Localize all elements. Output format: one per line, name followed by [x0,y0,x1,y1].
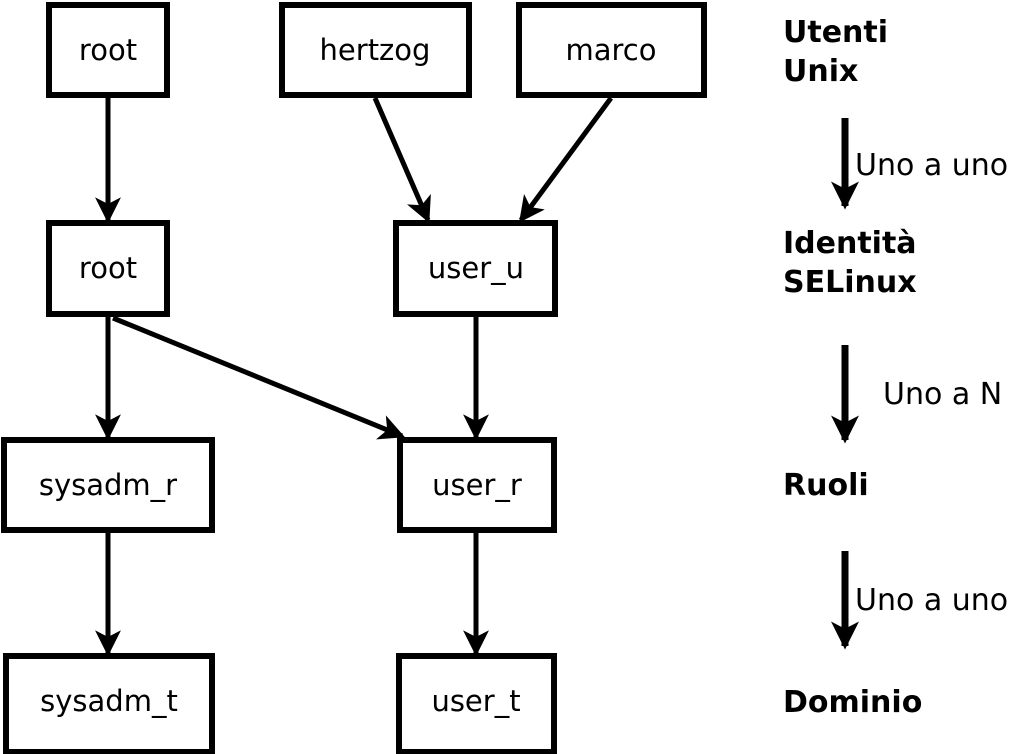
node-hertzog-label: hertzog [320,33,431,67]
node-user-u[interactable]: user_u [393,220,558,317]
edge-marco-to-user-u [518,96,614,223]
node-user-u-label: user_u [428,251,524,285]
legend-arrow-uno-a-n: Uno a N [831,345,1002,444]
edge-hertzog-to-user-u [372,97,431,223]
node-marco-label: marco [566,33,657,67]
node-sysadm-t-label: sysadm_t [40,684,178,718]
legend-arrow-uno-a-uno-2: Uno a uno [831,551,1008,650]
node-marco[interactable]: marco [516,2,707,98]
legend-arrow-3-label: Uno a uno [855,583,1008,618]
legend-stage-identita-selinux-line2: SELinux [783,265,917,300]
node-unix-root-label: root [79,33,137,67]
node-hertzog[interactable]: hertzog [279,2,472,98]
legend-stage-dominio-line1: Dominio [783,685,922,720]
node-sysadm-r-label: sysadm_r [39,468,177,502]
node-sysadm-t[interactable]: sysadm_t [3,653,215,754]
legend-stage-dominio: Dominio [783,685,922,720]
node-layer: root hertzog marco root user_u sysadm_r [1,2,707,754]
node-user-r[interactable]: user_r [397,437,557,533]
node-identity-root-label: root [79,251,137,285]
legend-stage-identita-selinux: Identità SELinux [783,226,917,300]
legend-arrow-1-label: Uno a uno [855,148,1008,183]
legend-stage-utenti-unix-line2: Unix [783,54,858,89]
legend-stage-utenti-unix: Utenti Unix [783,15,888,89]
legend-stage-ruoli: Ruoli [783,468,869,503]
node-sysadm-r[interactable]: sysadm_r [1,437,215,533]
edge-layer [95,96,614,657]
node-user-t[interactable]: user_t [396,653,557,754]
edge-identity-root-to-user-r [112,315,406,440]
legend-arrow-2-label: Uno a N [883,377,1002,412]
legend-stage-utenti-unix-line1: Utenti [783,15,888,50]
legend-stage-ruoli-line1: Ruoli [783,468,869,503]
node-unix-root[interactable]: root [46,2,170,98]
legend-arrow-uno-a-uno-1: Uno a uno [831,118,1008,210]
node-user-r-label: user_r [432,468,522,502]
legend-stage-identita-selinux-line1: Identità [783,226,917,261]
node-identity-root[interactable]: root [46,220,170,317]
legend-column: Utenti Unix Uno a uno Identità SELinux U… [783,15,1008,720]
node-user-t-label: user_t [431,684,520,718]
